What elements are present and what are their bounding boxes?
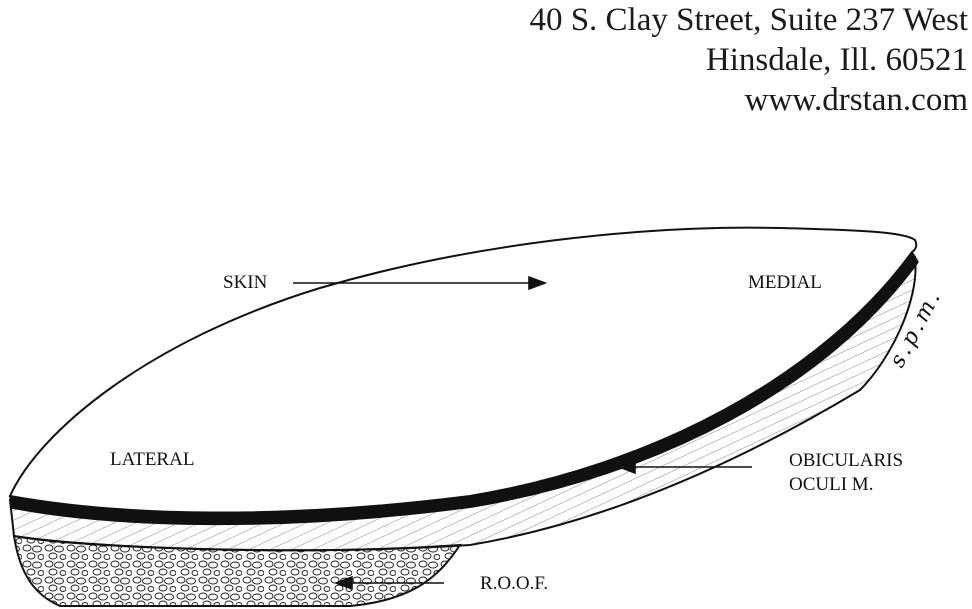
obicularis-label-line2: OCULI M.	[789, 474, 874, 495]
medial-label: MEDIAL	[748, 272, 822, 293]
address-block: 40 S. Clay Street, Suite 237 West Hinsda…	[529, 0, 968, 120]
obicularis-arrow	[616, 459, 752, 475]
skin-arrow	[293, 275, 548, 291]
skin-surface	[8, 226, 918, 514]
obicularis-label-line1: OBICULARIS	[789, 450, 904, 471]
address-street: 40 S. Clay Street, Suite 237 West	[529, 2, 968, 38]
roof-label: R.O.O.F.	[480, 573, 549, 594]
address-website: www.drstan.com	[744, 82, 968, 118]
address-city: Hinsdale, Ill. 60521	[705, 42, 968, 78]
roof-arrow	[333, 575, 444, 591]
lateral-label: LATERAL	[110, 449, 195, 470]
skin-label: SKIN	[223, 272, 268, 293]
